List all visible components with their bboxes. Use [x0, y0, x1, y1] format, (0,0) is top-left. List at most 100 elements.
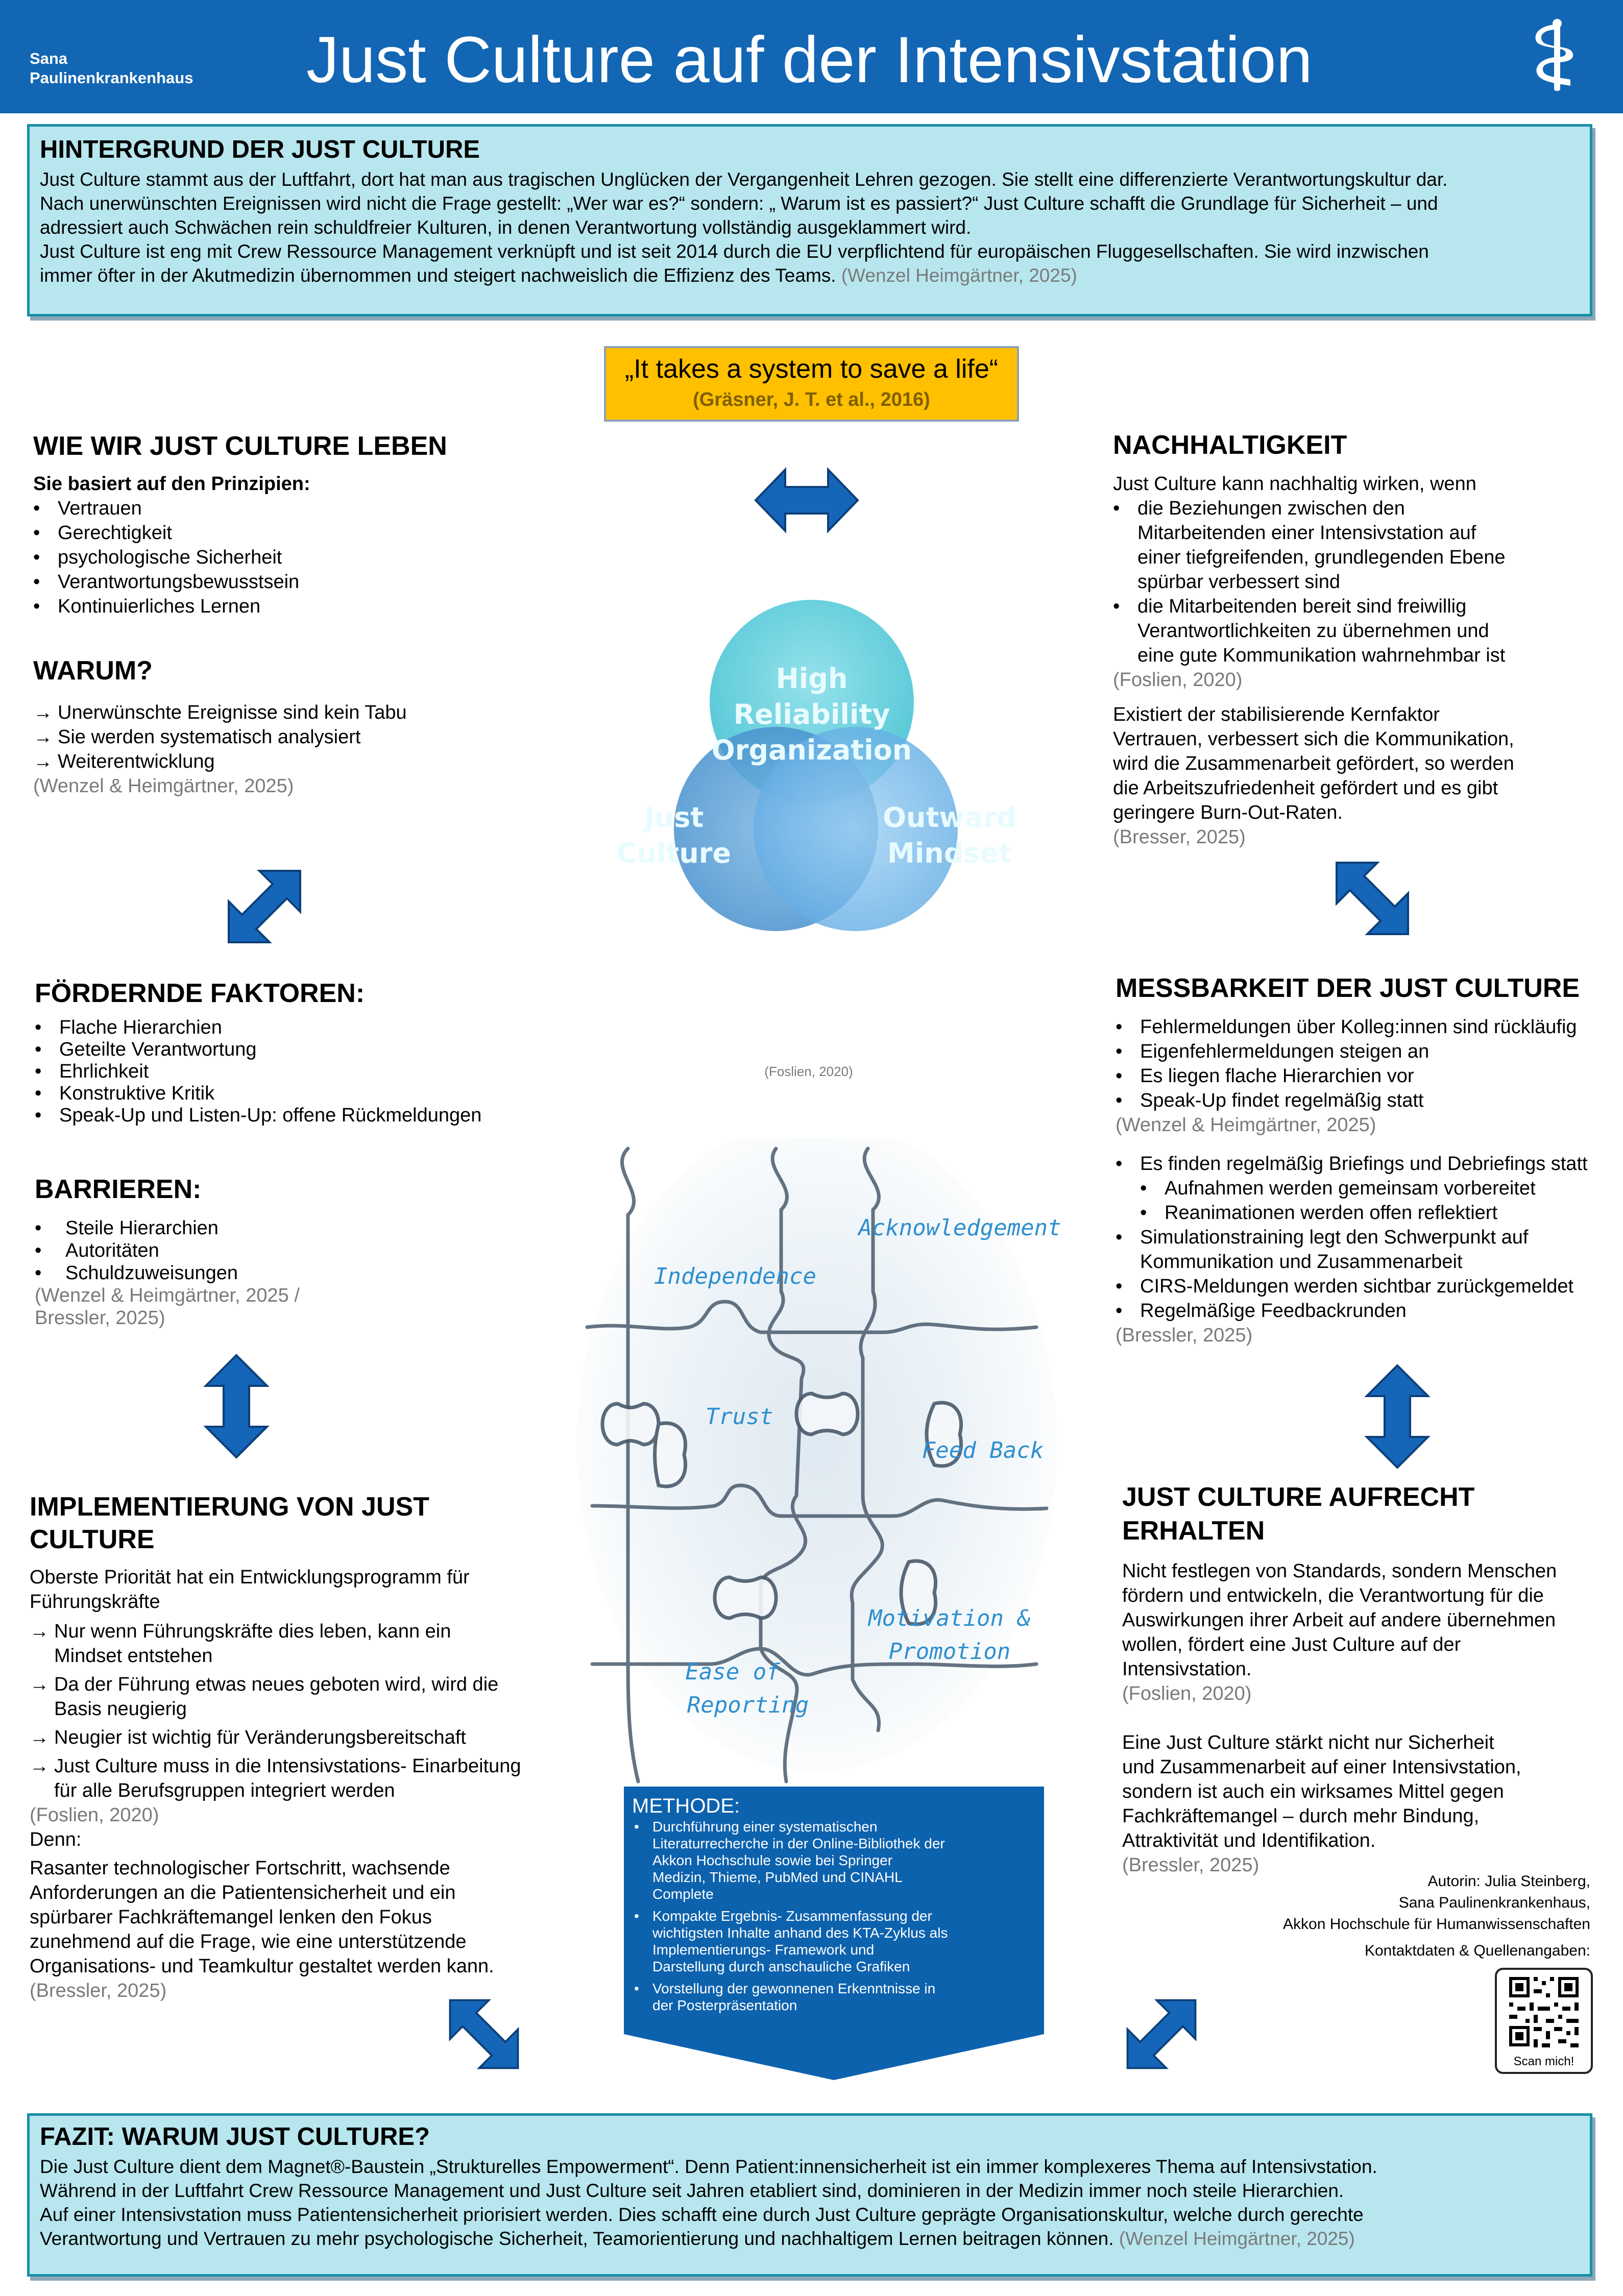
hospital-name: Sana Paulinenkrankenhaus [30, 49, 193, 88]
list-item: Unerwünschte Ereignisse sind kein Tabu [33, 700, 569, 725]
fazit-last-line: Verantwortung und Vertrauen zu mehr psyc… [40, 2228, 1114, 2249]
qr-code-card[interactable]: Scan mich! [1495, 1968, 1593, 2074]
list-item: Regelmäßige Feedbackrunden [1116, 1299, 1616, 1323]
list-item: Flache Hierarchien [35, 1017, 596, 1039]
qr-scan-caption: Scan mich! [1513, 2055, 1574, 2068]
double-arrow-diagonal-icon [449, 1999, 519, 2069]
double-arrow-diagonal-icon [1336, 862, 1409, 935]
fazit-line: Verantwortung und Vertrauen zu mehr psyc… [40, 2227, 1580, 2251]
messbarkeit-citation: (Bressler, 2025) [1116, 1325, 1253, 1346]
list-item-line: der Posterpräsentation [652, 1997, 797, 2013]
hintergrund-line: Nach unerwünschten Ereignissen wird nich… [40, 193, 1438, 214]
paragraph-line: sondern ist auch ein wirksames Mittel ge… [1122, 1781, 1504, 1802]
list-item-line: Verantwortlichkeiten zu übernehmen und [1137, 620, 1489, 642]
paragraph-line: Organisations- und Teamkultur gestaltet … [30, 1956, 494, 1977]
fazit-box: FAZIT: WARUM JUST CULTURE? Die Just Cult… [27, 2113, 1592, 2277]
list-item-line: Simulationstraining legt den Schwerpunkt… [1140, 1227, 1529, 1248]
puzzle-label-acknowledgement: Acknowledgement [857, 1215, 1061, 1241]
list-item: Gerechtigkeit [33, 521, 569, 545]
hintergrund-box: HINTERGRUND DER JUST CULTURE Just Cultur… [27, 124, 1592, 316]
venn-label-hro: Organization [712, 734, 912, 766]
double-arrow-diagonal-icon [1126, 1999, 1197, 2069]
paragraph-line: Eine Just Culture stärkt nicht nur Siche… [1122, 1732, 1494, 1753]
list-item-line: Medizin, Thieme, PubMed und CINAHL [652, 1869, 903, 1885]
list-item: Weiterentwicklung [33, 749, 569, 774]
list-item: Ehrlichkeit [35, 1061, 596, 1083]
list-item: Vorstellung der gewonnenen Erkenntnisse … [632, 1980, 1036, 2014]
double-arrow-horizontal-icon [754, 467, 859, 533]
paragraph-line: spürbarer Fachkräftemangel lenken den Fo… [30, 1907, 432, 1928]
paragraph-line: Auswirkungen ihrer Arbeit auf andere übe… [1122, 1609, 1556, 1631]
list-item: Es liegen flache Hierarchien vor [1116, 1064, 1616, 1088]
paragraph-line: zunehmend auf die Frage, wie eine unters… [30, 1931, 467, 1952]
fazit-line: Während in der Luftfahrt Crew Ressource … [40, 2180, 1344, 2201]
list-item-line: Neugier ist wichtig für Veränderungsbere… [54, 1727, 466, 1748]
list-item: Autoritäten [35, 1239, 596, 1262]
paragraph-line: Fachkräftemangel – durch mehr Bindung, [1122, 1805, 1480, 1827]
page-title: Just Culture auf der Intensivstation [306, 23, 1313, 96]
aufrecht-citation: (Bressler, 2025) [1122, 1854, 1259, 1876]
messbarkeit-list: Fehlermeldungen über Kolleg:innen sind r… [1116, 1015, 1616, 1113]
quote-citation: (Gräsner, J. T. et al., 2016) [693, 389, 930, 410]
paragraph-line: Rasanter technologischer Fortschritt, wa… [30, 1858, 450, 1879]
list-item-line: Kompakte Ergebnis- Zusammenfassung der [652, 1908, 932, 1924]
fazit-citation: (Wenzel Heimgärtner, 2025) [1119, 2228, 1355, 2249]
double-arrow-vertical-icon [1364, 1364, 1431, 1469]
puzzle-label-ease-of-reporting: Reporting [687, 1692, 809, 1718]
foerdernde-list: Flache Hierarchien Geteilte Verantwortun… [35, 1017, 596, 1127]
puzzle-label-motivation: Motivation & [867, 1605, 1031, 1631]
list-item: Eigenfehlermeldungen steigen an [1116, 1039, 1616, 1064]
paragraph-line: wird die Zusammenarbeit gefördert, so we… [1113, 753, 1514, 774]
list-item: Reanimationen werden offen reflektiert [1116, 1201, 1616, 1225]
wie-wir-heading: WIE WIR JUST CULTURE LEBEN [33, 431, 447, 461]
venn-diagram: High Reliability Organization Just Cultu… [617, 467, 1016, 1079]
list-item: Speak-Up findet regelmäßig statt [1116, 1088, 1616, 1113]
paragraph-line: Existiert der stabilisierende Kernfaktor [1113, 704, 1440, 725]
list-item-line: Complete [652, 1886, 714, 1902]
nachhaltigkeit-intro: Just Culture kann nachhaltig wirken, wen… [1113, 473, 1476, 495]
hospital-name-line2: Paulinenkrankenhaus [30, 69, 193, 87]
implementierung-citation: (Bressler, 2025) [30, 1980, 167, 2001]
author-line: Autorin: Julia Steinberg, [1427, 1873, 1590, 1890]
paragraph-line: fördern und entwickeln, die Verantwortun… [1122, 1585, 1544, 1606]
intro-line: Oberste Priorität hat ein Entwicklungspr… [30, 1567, 470, 1588]
hintergrund-heading: HINTERGRUND DER JUST CULTURE [40, 136, 480, 163]
puzzle-label-independence: Independence [654, 1263, 816, 1289]
aufrecht-heading-line: ERHALTEN [1122, 1516, 1265, 1546]
list-item: Geteilte Verantwortung [35, 1039, 596, 1061]
prinzipien-list: Vertrauen Gerechtigkeit psychologische S… [33, 496, 569, 619]
list-item: Verantwortungsbewusstsein [33, 570, 569, 594]
author-contact-label: Kontaktdaten & Quellenangaben: [1364, 1942, 1590, 1959]
hintergrund-line: Just Culture stammt aus der Luftfahrt, d… [40, 169, 1448, 190]
paragraph-line: Attraktivität und Identifikation. [1122, 1830, 1376, 1851]
messbarkeit-section: MESSBARKEIT DER JUST CULTURE Fehlermeldu… [1116, 972, 1616, 1348]
venn-label-just-culture: Culture [617, 837, 731, 869]
list-item-line: eine gute Kommunikation wahrnehmbar ist [1137, 645, 1506, 666]
list-item-line: Akkon Hochschule sowie bei Springer [652, 1852, 893, 1868]
nachhaltigkeit-citation: (Bresser, 2025) [1113, 826, 1246, 848]
warum-citation: (Wenzel & Heimgärtner, 2025) [33, 775, 294, 797]
list-item-line: die Mitarbeitenden bereit sind freiwilli… [1137, 596, 1467, 617]
sana-logo-icon [1535, 19, 1573, 91]
implementierung-paragraph: Rasanter technologischer Fortschritt, wa… [30, 1856, 596, 1979]
aufrecht-heading: JUST CULTURE AUFRECHT ERHALTEN [1122, 1480, 1612, 1548]
list-item-line: Nur wenn Führungskräfte dies leben, kann… [54, 1621, 451, 1642]
messbarkeit-heading: MESSBARKEIT DER JUST CULTURE [1116, 973, 1580, 1003]
barrieren-heading: BARRIEREN: [35, 1175, 202, 1204]
wie-wir-intro-text: Sie basiert auf den Prinzipien: [33, 473, 310, 495]
wie-wir-intro: Sie basiert auf den Prinzipien: [33, 472, 569, 496]
puzzle-graphic: Acknowledgement Independence Trust Feed … [577, 1138, 1061, 1784]
fazit-heading: FAZIT: WARUM JUST CULTURE? [40, 2123, 430, 2151]
nachhaltigkeit-paragraph: Existiert der stabilisierende Kernfaktor… [1113, 702, 1603, 825]
list-item: Nur wenn Führungskräfte dies leben, kann… [30, 1619, 596, 1668]
list-item-line: Darstellung durch anschauliche Grafiken [652, 1959, 910, 1974]
aufrecht-paragraph: Nicht festlegen von Standards, sondern M… [1122, 1559, 1612, 1681]
venn-citation: (Foslien, 2020) [764, 1064, 853, 1079]
list-item-line: spürbar verbessert sind [1137, 571, 1341, 593]
implementierung-intro: Oberste Priorität hat ein Entwicklungspr… [30, 1565, 596, 1614]
list-item: Speak-Up und Listen-Up: offene Rückmeldu… [35, 1105, 596, 1127]
list-item: Sie werden systematisch analysiert [33, 725, 569, 749]
paragraph-line: Intensivstation. [1122, 1658, 1252, 1680]
nachhaltigkeit-section: NACHHALTIGKEIT Just Culture kann nachhal… [1113, 429, 1603, 849]
list-item-line: die Beziehungen zwischen den [1137, 498, 1405, 519]
